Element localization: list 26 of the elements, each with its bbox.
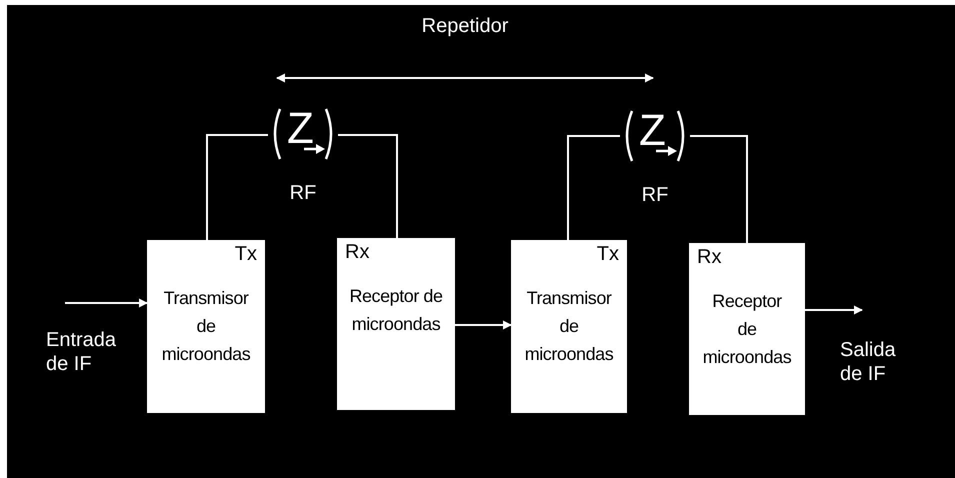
receiver-box xyxy=(337,238,455,410)
connector-line xyxy=(206,134,268,240)
symbol-letter: Z xyxy=(287,107,314,151)
symbol-letter: Z xyxy=(639,109,666,153)
rf-label: RF xyxy=(288,183,318,203)
repeater-label: Repetidor xyxy=(420,14,510,38)
arrow xyxy=(65,298,148,308)
arrow xyxy=(455,320,512,330)
port-label: Rx xyxy=(696,245,722,267)
port-label: Tx xyxy=(234,242,258,264)
connector-line xyxy=(338,134,398,238)
port-label: Tx xyxy=(596,242,620,264)
box-text: Transmisor de microondas xyxy=(160,287,252,366)
connector-line xyxy=(690,135,748,243)
connector-line xyxy=(567,135,620,240)
box-text: Receptor de microondas xyxy=(702,290,792,369)
signal-label: Salida de IF xyxy=(840,338,897,386)
transmitter-box xyxy=(147,240,265,413)
box-text: Transmisor de microondas xyxy=(524,287,614,366)
transmitter-box xyxy=(511,240,627,413)
receiver-box xyxy=(689,243,805,415)
signal-label: Entrada de IF xyxy=(46,328,118,376)
rf-label: RF xyxy=(640,185,670,205)
box-text: Receptor de microondas xyxy=(348,285,444,336)
port-label: Rx xyxy=(344,240,370,262)
arrow xyxy=(805,306,863,314)
